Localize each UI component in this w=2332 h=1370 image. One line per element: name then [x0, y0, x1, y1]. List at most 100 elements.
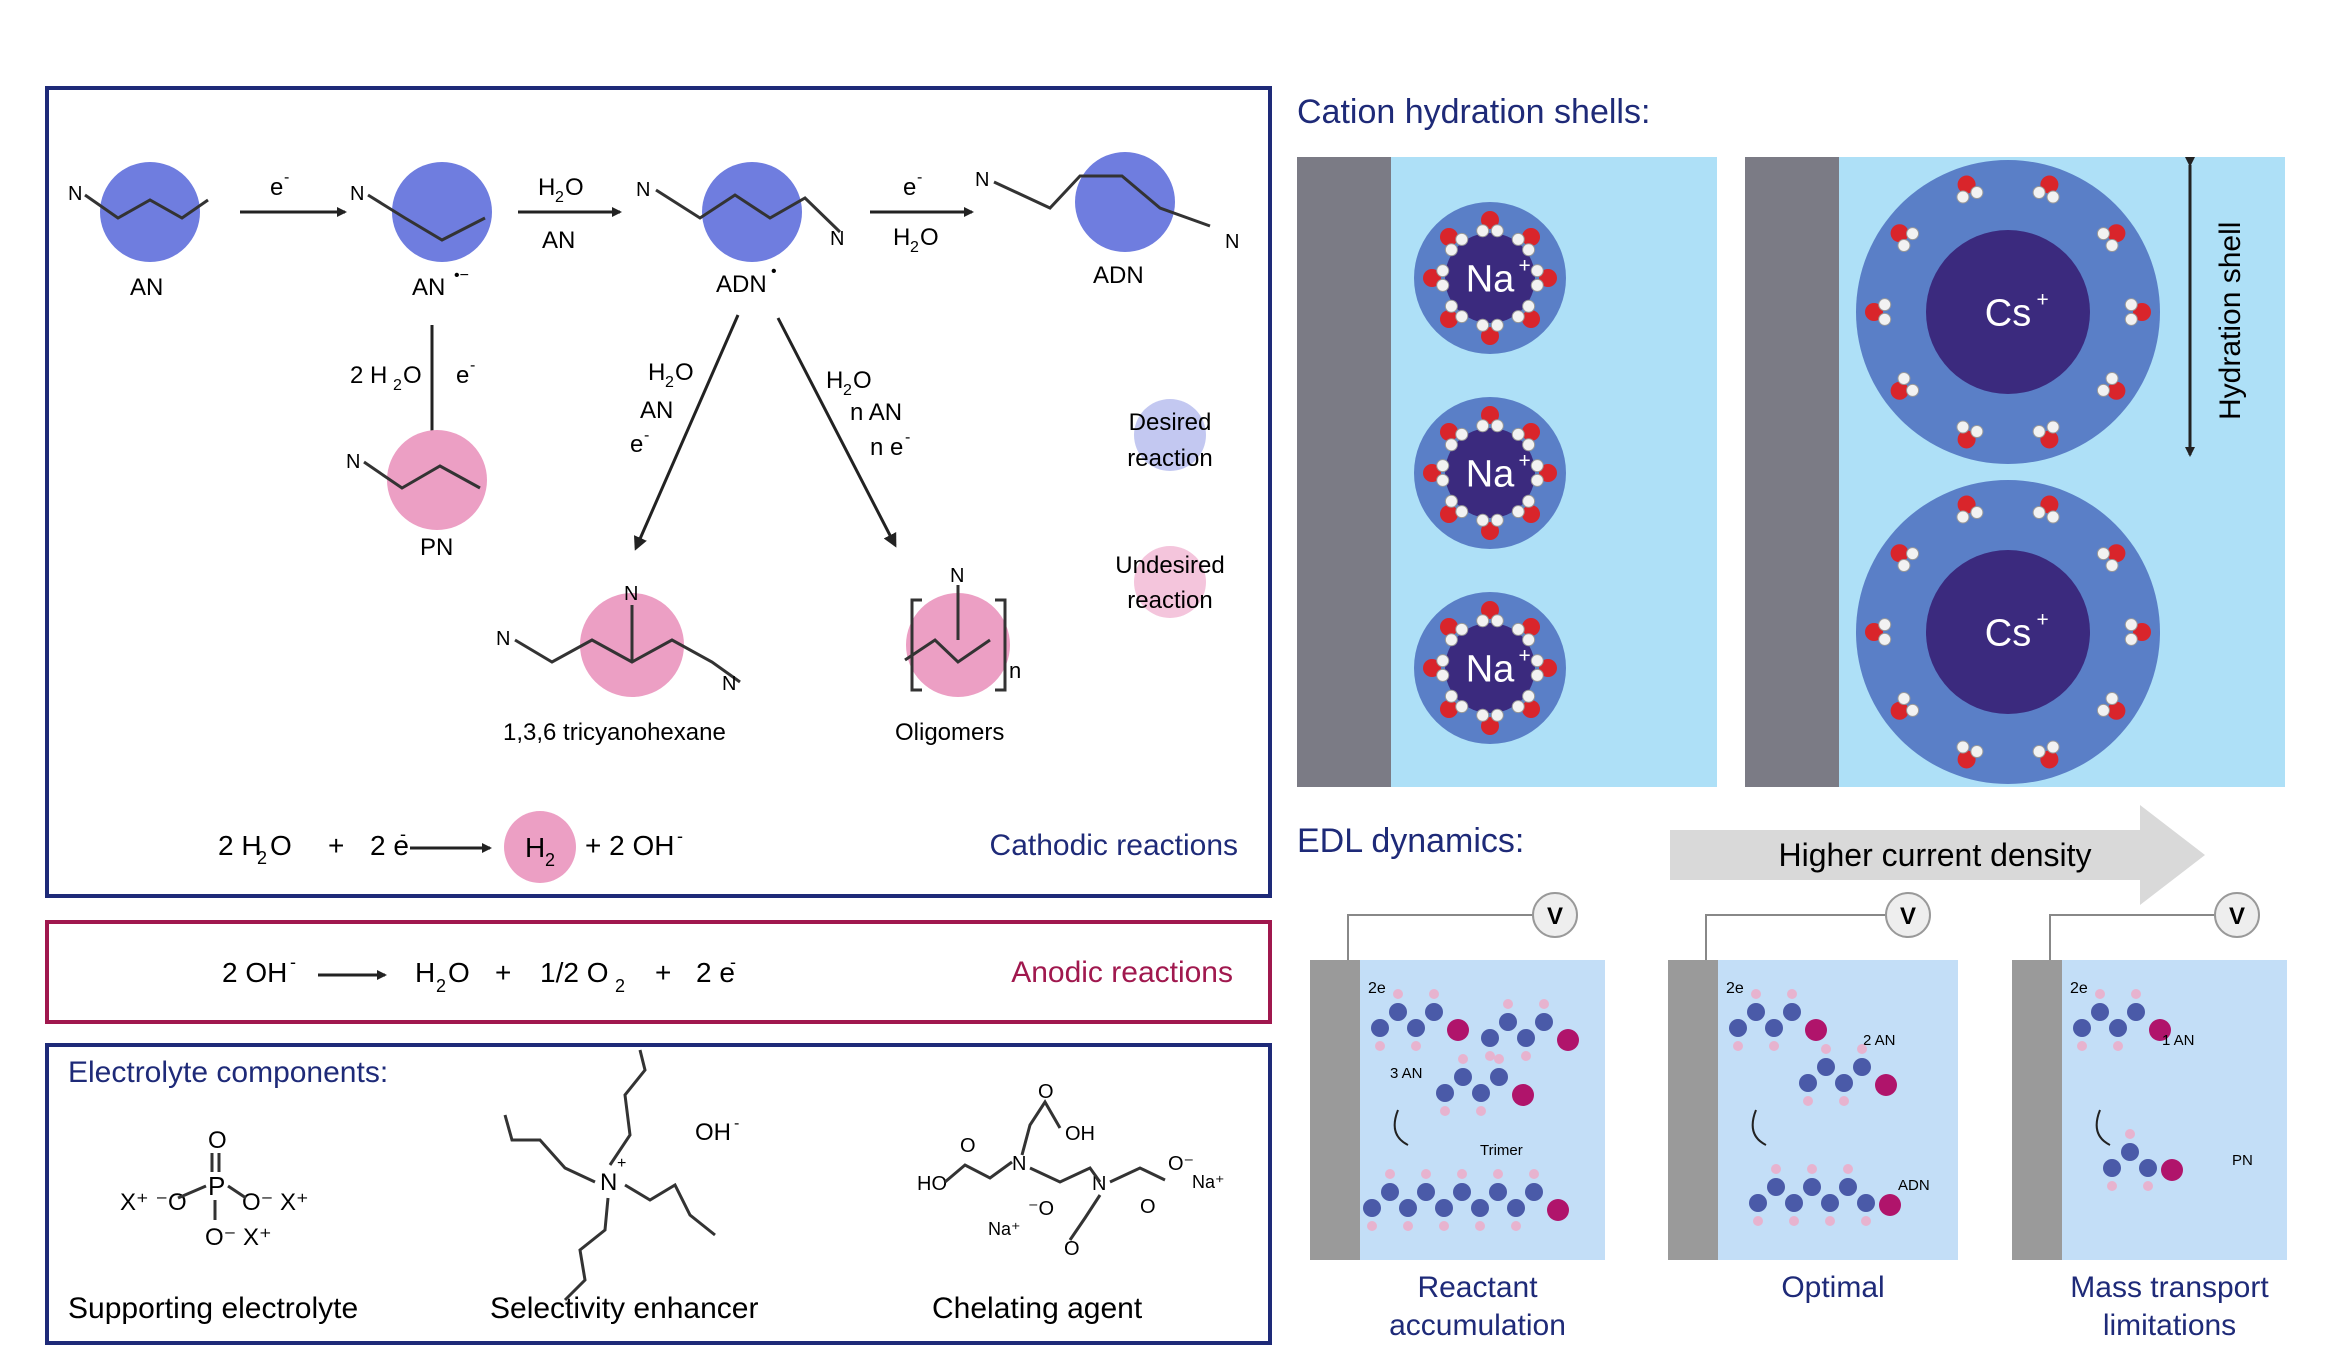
her-reactant: 2 H [218, 830, 262, 861]
oxygen-atom [1890, 544, 1909, 563]
water-molecule [1530, 654, 1557, 682]
nitrile-n-label: N [624, 583, 638, 605]
pn-molecule: N PN [346, 430, 487, 561]
molecule-atom [1429, 989, 1439, 999]
molecule-atom [2131, 989, 2141, 999]
oxygen-atom [1423, 269, 1441, 287]
molecule-atom [1835, 1074, 1853, 1092]
legend: Desired reaction Undesired reaction [1115, 399, 1225, 618]
molecule-atom [1493, 1169, 1503, 1179]
electron-label: 2e [1368, 980, 1386, 997]
molecule-atom [1861, 1216, 1871, 1226]
voltmeter-icon [2214, 892, 2260, 938]
anodic-label: Anodic reactions [1011, 956, 1233, 989]
oxygen-atom [1957, 175, 1976, 194]
ammonium-charge: + [617, 1155, 626, 1172]
hydrogen-atom [1490, 419, 1504, 433]
anodic-frame [45, 920, 1272, 1024]
hydrogen-atom [1436, 278, 1450, 292]
water-molecule [1476, 708, 1504, 735]
edl-electrode [2012, 960, 2062, 1260]
voltmeter-icon [1532, 892, 1578, 938]
molecule-atom [2139, 1159, 2157, 1177]
an-skeleton [84, 193, 209, 220]
step1-reagent: e [270, 174, 283, 201]
oxygen-atom [1957, 750, 1976, 769]
hydration-title: Cation hydration shells: [1297, 93, 1650, 131]
step2-sub: 2 [555, 189, 564, 206]
molecule-atom [1503, 999, 1513, 1009]
edta-label: OH [1065, 1123, 1095, 1145]
edta-label: N [1012, 1153, 1026, 1175]
water-molecule [2032, 740, 2060, 769]
molecule-atom [1789, 1216, 1799, 1226]
edl-title: EDL dynamics: [1297, 822, 1524, 860]
hydrogen-atom [1956, 740, 1970, 754]
phosphate-p: P [208, 1171, 225, 1201]
molecule-atom [1729, 1019, 1747, 1037]
hydrogen-atom [1530, 668, 1544, 682]
hydrogen-atom [1878, 298, 1892, 312]
hydrogen-atom [1476, 513, 1490, 527]
phosphate-right: O⁻ X⁺ [242, 1189, 309, 1216]
step1-reagent-sup: - [284, 169, 289, 186]
hydrogen-atom [1476, 224, 1490, 238]
her-hydroxide-sup: - [677, 826, 683, 846]
edta-label: O [1140, 1196, 1156, 1218]
molecule-atom [1512, 1084, 1534, 1106]
hydrogen-atom [2046, 190, 2060, 204]
edl-caption: accumulation [1389, 1309, 1566, 1342]
cation-charge: + [2037, 608, 2049, 631]
nitrile-n-label: N [830, 228, 844, 250]
oxygen-atom [1439, 310, 1458, 329]
anodic-sup: - [290, 952, 296, 972]
water-molecule [1956, 175, 1984, 204]
water-molecule [1511, 422, 1541, 452]
oxygen-atom [1481, 601, 1499, 619]
edta-label: O⁻ [1168, 1153, 1194, 1175]
molecule-atom [1769, 1041, 1779, 1051]
hydrogen-atom [1522, 633, 1536, 647]
hydrogen-atom [1476, 419, 1490, 433]
hydrated-cation: Na+ [1414, 202, 1566, 354]
edl-electrode [1668, 960, 1718, 1260]
molecule-atom [2127, 1003, 2145, 1021]
molecule-atom [1767, 1178, 1785, 1196]
legend-desired-swatch [1134, 399, 1206, 471]
water-molecule [1530, 264, 1557, 292]
adn-molecule: N N ADN [975, 152, 1239, 289]
tri-reagent-3: e [630, 431, 643, 458]
hydroxide-sup: - [734, 1115, 739, 1132]
hydrogen-atom [1897, 238, 1911, 252]
adn-radical-molecule: N N ADN • [636, 162, 844, 298]
hydrogen-atom [1490, 318, 1504, 332]
hydrogen-atom [1436, 459, 1450, 473]
water-molecule [2032, 495, 2060, 524]
hydrogen-atom [1897, 372, 1911, 386]
cation-core [1445, 233, 1535, 323]
molecule-atom [1521, 1051, 1531, 1061]
legend-undesired-swatch [1134, 546, 1206, 618]
edl-caption: Optimal [1781, 1271, 1884, 1304]
her-sup: - [400, 824, 406, 844]
molecule-atom [1499, 1013, 1517, 1031]
hydrogen-atom [2124, 632, 2138, 646]
step3-reagent-bottom: H [893, 224, 910, 251]
hydrogen-atom [1522, 494, 1536, 508]
electrolyte-panel: Electrolyte components: O P X⁺ ⁻O O⁻ X⁺ … [45, 1043, 1272, 1345]
molecule-atom [1783, 1003, 1801, 1021]
tri-reagent-1: H [648, 359, 665, 386]
adn-radical-label: ADN [716, 271, 767, 298]
hydrogen-atom [1490, 708, 1504, 722]
hydrogen-atom [1511, 427, 1525, 441]
hydrogen-atom [1444, 633, 1458, 647]
oxygen-atom [1957, 495, 1976, 514]
anodic-panel: 2 OH - H 2 O + 1/2 O 2 + 2 e - Anodic re… [45, 920, 1272, 1024]
current-density-label: Higher current density [1778, 837, 2091, 873]
water-molecule [1865, 618, 1892, 646]
water-molecule [1511, 299, 1541, 329]
hydrogen-atom [1956, 420, 1970, 434]
oxygen-atom [1439, 422, 1458, 441]
molecule-atom [1751, 989, 1761, 999]
